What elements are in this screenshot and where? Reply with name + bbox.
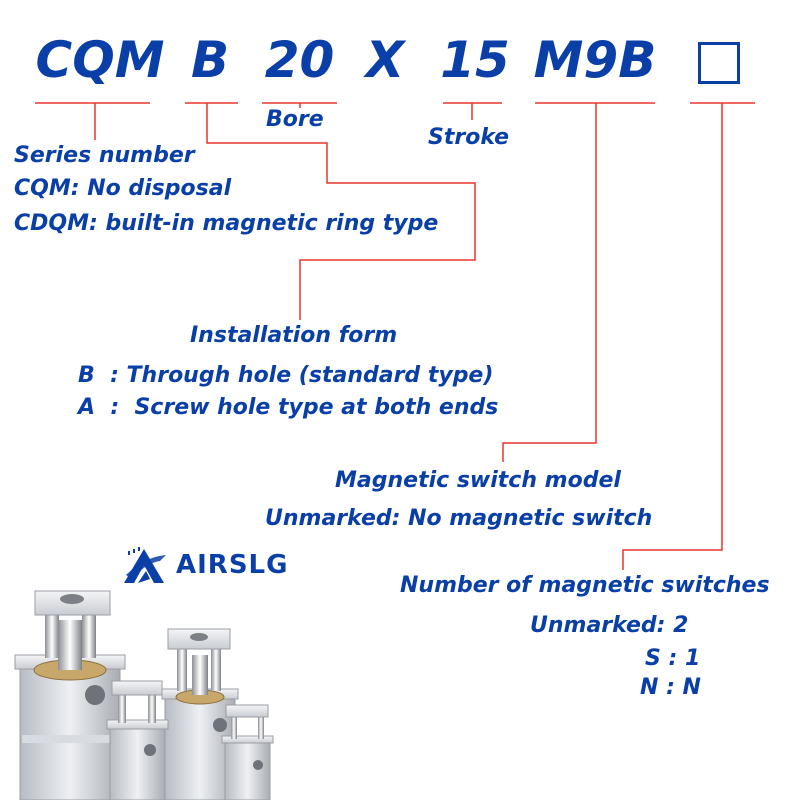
code-separator: X	[365, 31, 405, 89]
installation-title: Installation form	[190, 323, 398, 348]
switch-count-title: Number of magnetic switches	[400, 573, 770, 598]
product-image-cylinders	[14, 590, 274, 800]
installation-line-a: A : Screw hole type at both ends	[78, 395, 499, 420]
brand-name: AIRSLG	[176, 550, 289, 580]
switch-count-n: N : N	[640, 675, 701, 700]
switch-count-unmarked: Unmarked: 2	[530, 613, 689, 638]
switch-count-box	[698, 42, 740, 84]
code-install-form: B	[190, 31, 230, 89]
leader-switch-model	[502, 103, 597, 462]
switch-count-s: S : 1	[645, 646, 701, 671]
airslg-logo-icon	[124, 547, 166, 583]
leader-installation	[206, 103, 476, 320]
code-switch-model: M9B	[533, 31, 657, 89]
switch-model-line: Unmarked: No magnetic switch	[265, 506, 653, 531]
installation-line-b: B : Through hole (standard type)	[78, 363, 494, 388]
brand-logo: AIRSLG	[120, 545, 288, 585]
leader-switch-count	[622, 103, 723, 570]
code-bore: 20	[264, 31, 335, 89]
series-line-cqm: CQM: No disposal	[14, 176, 232, 201]
stroke-label: Stroke	[428, 125, 510, 150]
switch-model-title: Magnetic switch model	[335, 468, 621, 493]
series-title: Series number	[14, 143, 195, 168]
code-series: CQM	[35, 31, 165, 89]
bore-label: Bore	[266, 107, 324, 132]
code-stroke: 15	[440, 31, 510, 89]
series-line-cdqm: CDQM: built-in magnetic ring type	[14, 211, 439, 236]
